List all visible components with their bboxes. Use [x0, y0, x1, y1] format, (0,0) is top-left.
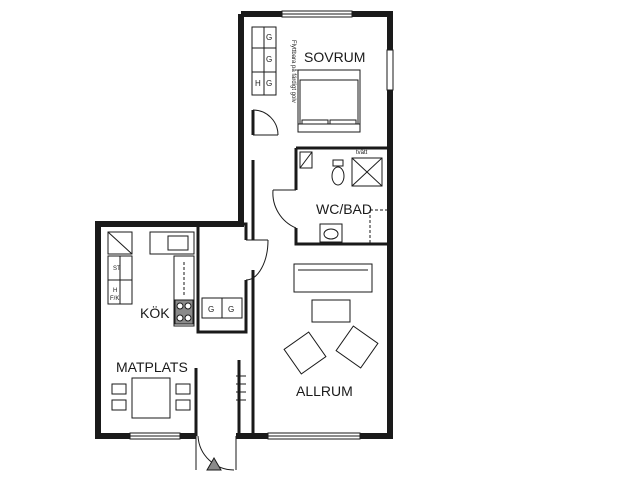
windows	[129, 10, 394, 440]
wardrobe-mark-g3: G	[266, 79, 272, 88]
living-furniture	[236, 263, 379, 401]
dining-set	[111, 377, 191, 419]
wardrobe-mark-h: H	[255, 79, 261, 88]
coffee-table	[311, 299, 351, 323]
kitchen-mark-fr: F/K	[110, 296, 119, 302]
room-label-kok: KÖK	[140, 304, 170, 321]
bathroom-fixtures	[299, 151, 390, 244]
room-label-matplats: MATPLATS	[116, 359, 188, 375]
sofa	[293, 263, 373, 293]
room-label-wc-bad: WC/BAD	[316, 201, 372, 217]
doors	[195, 109, 297, 471]
entrance-arrow	[206, 457, 222, 471]
double-bed	[297, 69, 361, 133]
toilet-icon	[331, 166, 345, 186]
armchair-left	[283, 331, 327, 375]
kitchen-counters	[107, 231, 195, 327]
hall-mark-g2: G	[228, 305, 234, 314]
kitchen-mark-st: ST	[113, 266, 121, 272]
room-label-allrum: ALLRUM	[296, 383, 353, 399]
kitchen-mark-h: H	[113, 288, 117, 294]
wardrobe-mark-g2: G	[266, 55, 272, 64]
hall-wardrobes	[201, 297, 243, 319]
armchair-right	[335, 325, 379, 369]
bedroom-wardrobes	[251, 26, 277, 96]
interior-walls	[194, 110, 390, 436]
bathroom-appliance-label: tvätt	[356, 150, 368, 156]
hall-mark-g1: G	[208, 305, 214, 314]
room-label-sovrum: SOVRUM	[304, 49, 365, 65]
wardrobe-mark-g1: G	[266, 33, 272, 42]
movable-note: Flyttbara på färdigt golv	[290, 40, 297, 103]
sink-icon	[323, 228, 339, 240]
kitchen-sink-icon	[167, 235, 189, 251]
